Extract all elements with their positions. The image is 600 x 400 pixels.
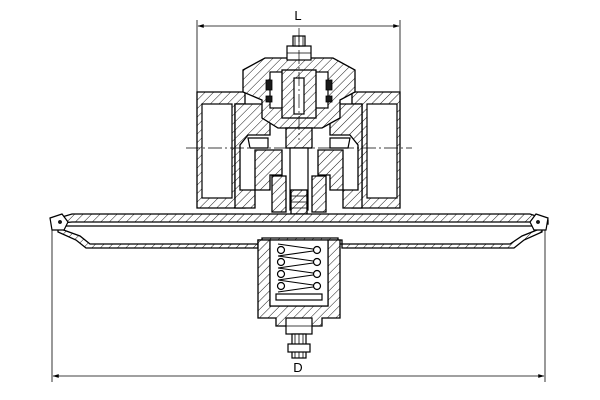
- valve-body: [196, 91, 401, 213]
- diaphragm-housing: [49, 213, 549, 249]
- spring-plate: [275, 293, 323, 301]
- dimension-diameter: D: [51, 228, 546, 382]
- valve-stem: [285, 127, 313, 215]
- dimension-diameter-label: D: [293, 360, 302, 375]
- dimension-length-label: L: [294, 8, 301, 23]
- spring: [276, 243, 322, 293]
- spring-housing: [257, 239, 341, 327]
- adjusting-screw: [285, 317, 313, 359]
- centerlines: [186, 28, 412, 149]
- dimension-length: L: [196, 8, 401, 95]
- lock-nut: [287, 343, 311, 353]
